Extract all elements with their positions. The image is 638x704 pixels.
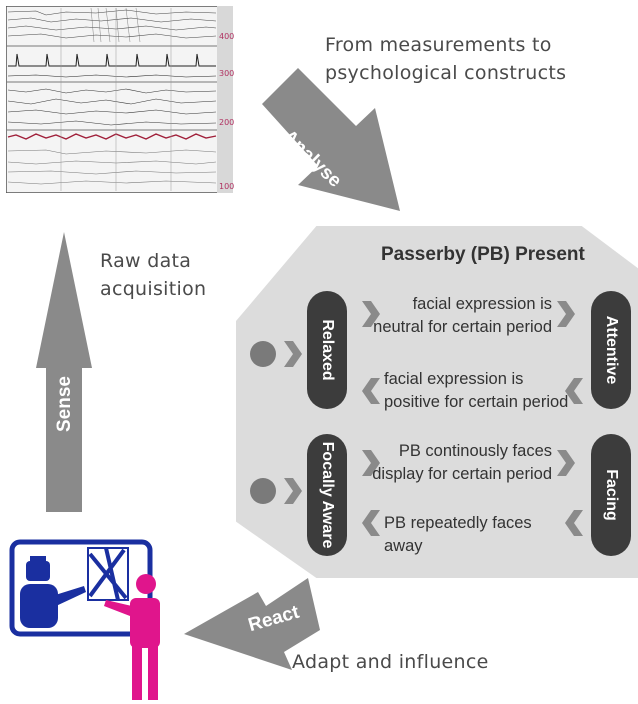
caption-measurements: From measurements to psychological const… bbox=[325, 34, 567, 84]
chevron-right-icon bbox=[362, 450, 380, 476]
state-dot bbox=[250, 478, 276, 504]
analyse-arrow bbox=[262, 68, 400, 211]
state-attentive: Attentive bbox=[591, 291, 631, 409]
state-attentive-label: Attentive bbox=[603, 315, 620, 385]
tick-label: 200 bbox=[219, 118, 235, 127]
chevron-left-icon bbox=[362, 378, 380, 404]
viewer-pink-icon bbox=[104, 574, 160, 700]
chevron-left-icon bbox=[565, 510, 583, 536]
sense-label: Sense bbox=[54, 376, 75, 432]
chevron-right-icon bbox=[362, 301, 380, 327]
display-illustration bbox=[9, 539, 160, 700]
state-facing: Facing bbox=[591, 434, 631, 556]
chevron-right-icon bbox=[557, 450, 575, 476]
chevron-left-icon bbox=[565, 378, 583, 404]
map-icon bbox=[87, 547, 129, 601]
panel-title: Passerby (PB) Present bbox=[381, 244, 585, 265]
chevron-icon bbox=[284, 478, 302, 504]
state-facing-label: Facing bbox=[603, 469, 620, 521]
tick-label: 100 bbox=[219, 182, 235, 191]
chevron-icon bbox=[284, 341, 302, 367]
state-dot bbox=[250, 341, 276, 367]
transition-attentive-to-relaxed: facial expression is positive for certai… bbox=[384, 370, 569, 411]
transition-aware-to-facing: PB continously faces display for certain… bbox=[372, 442, 552, 483]
state-relaxed-label: Relaxed bbox=[319, 319, 336, 381]
chevron-left-icon bbox=[362, 510, 380, 536]
chevron-right-icon bbox=[557, 301, 575, 327]
viewer-blue-icon bbox=[20, 556, 86, 628]
state-relaxed: Relaxed bbox=[307, 291, 347, 409]
tick-label: 300 bbox=[219, 69, 235, 78]
caption-raw-data: Raw data acquisition bbox=[100, 250, 207, 300]
signal-plot-graphic bbox=[5, 5, 234, 194]
transition-facing-to-aware: PB repeatedly faces away bbox=[384, 514, 532, 555]
caption-adapt: Adapt and influence bbox=[292, 651, 489, 673]
tick-label: 400 bbox=[219, 32, 235, 41]
transition-relaxed-to-attentive: facial expression is neutral for certain… bbox=[373, 295, 552, 336]
state-focally-aware-label: Focally Aware bbox=[319, 441, 336, 549]
react-arrow bbox=[184, 578, 320, 670]
signal-plot: 400 300 200 100 bbox=[5, 5, 235, 194]
state-focally-aware: Focally Aware bbox=[307, 434, 347, 556]
sense-arrow bbox=[36, 232, 92, 512]
